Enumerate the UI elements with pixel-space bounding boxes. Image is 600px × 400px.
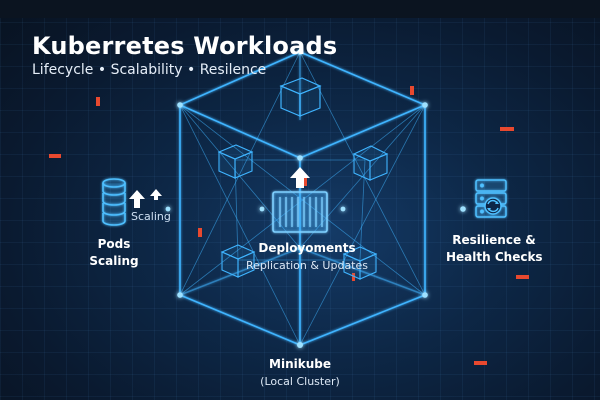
top-band: [0, 0, 600, 18]
page-subtitle: Lifecycle • Scalability • Resilence: [32, 62, 267, 78]
upload-arrow-icon: [290, 167, 310, 188]
cube-icon-bottom-left: [220, 244, 256, 278]
scale-up-arrows-icon: [129, 189, 162, 208]
resilience-sublabel: Health Checks: [446, 250, 543, 264]
deployments-label-group: Deployoments Replication & Updates: [243, 240, 371, 274]
cube-icon-top: [279, 77, 322, 117]
resilience-label-group: Resilience & Health Checks: [446, 232, 543, 266]
accent-dashes: [49, 86, 529, 365]
cube-icon-left: [217, 144, 254, 179]
pods-label: Pods: [97, 237, 131, 251]
cube-icon-right: [352, 145, 389, 181]
pods-sublabel: Scaling: [89, 254, 139, 268]
database-stack-icon: [102, 178, 126, 226]
cube-icon-bottom-right: [342, 246, 378, 280]
deployments-label: Deployoments: [258, 241, 356, 255]
container-icon: [272, 191, 328, 233]
glow-nodes: [165, 49, 466, 348]
server-shield-icon: [475, 179, 507, 218]
pods-label-group: Pods Scaling: [84, 236, 144, 270]
minikube-sublabel: (Local Cluster): [260, 375, 340, 388]
minikube-label: Minikube: [269, 357, 331, 371]
deployments-sublabel: Replication & Updates: [245, 259, 368, 272]
minikube-label-group: Minikube (Local Cluster): [250, 356, 350, 390]
scaling-arrow-label: Scaling: [131, 210, 171, 223]
resilience-label: Resilience &: [452, 233, 536, 247]
page-title: Kuberretes Workloads: [32, 32, 338, 60]
